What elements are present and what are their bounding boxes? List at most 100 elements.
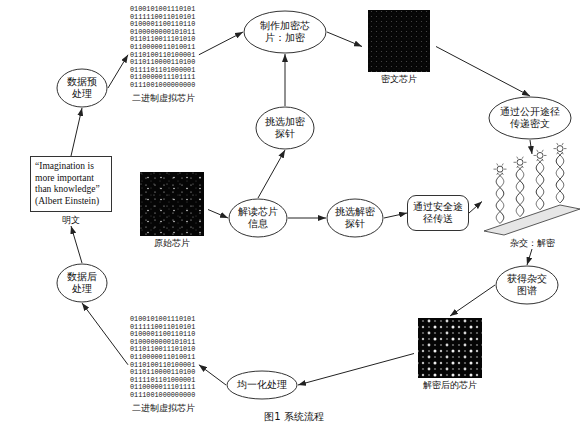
glow-ray <box>534 155 537 156</box>
flow-arrow <box>469 202 482 214</box>
figure-caption: 图1 系统流程 <box>0 411 588 423</box>
flow-arrow <box>530 140 532 154</box>
fluorescent-label <box>497 166 503 172</box>
glow-ray <box>514 162 517 163</box>
fluorescent-label <box>537 152 543 158</box>
process-label: 数据预处理 <box>63 76 101 100</box>
flow-arrow <box>108 55 128 88</box>
oval-outline <box>496 266 558 304</box>
process-oval: 数据预处理 <box>56 68 108 108</box>
chip-texture <box>368 10 430 72</box>
glow-ray <box>562 152 563 154</box>
chip-figure: 解密后的芯片 <box>414 316 486 391</box>
figure-label: 原始芯片 <box>136 238 208 249</box>
process-label: 通过公开途径传递密文 <box>499 106 561 130</box>
glow-ray <box>564 148 567 149</box>
glow-ray <box>562 143 563 145</box>
figure-label: 二进制虚拟芯片 <box>128 403 199 414</box>
glow-ray <box>542 159 543 161</box>
flow-arrow <box>71 226 82 263</box>
binary-digits: 0100101001110101 0111110011010101 010000… <box>128 316 199 400</box>
dna-strand <box>536 159 544 209</box>
chip-texture <box>418 318 482 378</box>
glow-ray <box>544 155 547 156</box>
glow-ray <box>517 157 518 159</box>
glow-ray <box>557 152 558 154</box>
glow-ray <box>497 163 498 165</box>
process-label: 均一化处理 <box>236 379 289 391</box>
oval-outline <box>244 11 326 53</box>
plaintext-box: “Imagination is more important than know… <box>30 156 112 226</box>
process-oval: 均一化处理 <box>226 370 298 400</box>
binary-virtual-chip: 0100101001110101 0111110011010101 010000… <box>128 316 199 414</box>
flow-arrow <box>285 54 286 106</box>
oval-outline <box>57 69 107 107</box>
chip-figure: 原始芯片 <box>136 170 208 249</box>
glow-ray <box>522 157 523 159</box>
glow-ray <box>504 169 507 170</box>
flow-arrow <box>436 47 530 97</box>
figure-label: 明文 <box>30 215 112 226</box>
flow-arrow <box>82 303 128 365</box>
dna-strand <box>556 153 564 203</box>
flow-arrow <box>208 210 228 219</box>
process-oval: 解读芯片信息 <box>228 198 288 238</box>
flow-arrow <box>199 365 226 385</box>
figure-label: 解密后的芯片 <box>414 380 486 391</box>
process-oval: 制作加密芯片：加密 <box>243 10 327 54</box>
chip-texture <box>140 172 204 236</box>
oval-outline <box>229 199 287 237</box>
dna-strand <box>516 166 524 216</box>
flow-arrow <box>384 213 407 218</box>
process-label: 解读芯片信息 <box>236 206 280 230</box>
dna-strand <box>516 166 524 216</box>
caption-text: 图1 系统流程 <box>264 411 324 422</box>
dna-strand <box>496 173 504 223</box>
original-chip <box>140 172 204 236</box>
chip-image <box>368 10 430 72</box>
process-label: 制作加密芯片：加密 <box>254 20 316 44</box>
glow-ray <box>542 150 543 152</box>
chip-texture <box>418 318 482 378</box>
glow-ray <box>522 166 523 168</box>
hybridization-illustration <box>484 143 580 235</box>
flow-arrow <box>450 285 495 316</box>
oval-outline <box>256 107 314 149</box>
process-label: 挑选解密探针 <box>334 206 377 230</box>
flow-arrow <box>527 249 532 265</box>
dna-strand <box>536 159 544 209</box>
dna-strand <box>556 153 564 203</box>
chip-texture <box>140 172 204 236</box>
binary-digits: 0100101001110101 0111110011010101 010000… <box>128 6 199 90</box>
process-oval: 获得杂交图谱 <box>495 265 559 305</box>
fluorescent-label <box>517 159 523 165</box>
oval-outline <box>227 371 297 399</box>
glow-ray <box>502 163 503 165</box>
dna-strand <box>496 173 504 223</box>
chip-image <box>418 318 482 378</box>
process-label: 数据后处理 <box>63 271 101 295</box>
glow-ray <box>537 159 538 161</box>
plaintext-quote: “Imagination is more important than know… <box>30 156 112 212</box>
hybridization-figure: 杂交：解密 <box>482 154 582 249</box>
process-box: 通过安全途径传送 <box>407 195 469 231</box>
process-label: 获得杂交图谱 <box>504 273 551 297</box>
ciphertext-chip <box>368 10 430 72</box>
fluorescent-label <box>557 146 563 152</box>
figure-label: 密文芯片 <box>362 74 436 85</box>
flow-arrow <box>288 218 326 219</box>
process-label: 通过安全途径传送 <box>412 201 464 225</box>
chip-image <box>140 172 204 236</box>
glow-ray <box>554 148 557 149</box>
flow-arrow <box>71 108 82 156</box>
glow-ray <box>517 166 518 168</box>
glow-ray <box>502 173 503 175</box>
binary-virtual-chip: 0100101001110101 0111110011010101 010000… <box>128 6 199 104</box>
figure-label: 二进制虚拟芯片 <box>128 93 199 104</box>
glow-ray <box>537 150 538 152</box>
process-oval: 数据后处理 <box>56 263 108 303</box>
oval-outline <box>327 199 383 237</box>
